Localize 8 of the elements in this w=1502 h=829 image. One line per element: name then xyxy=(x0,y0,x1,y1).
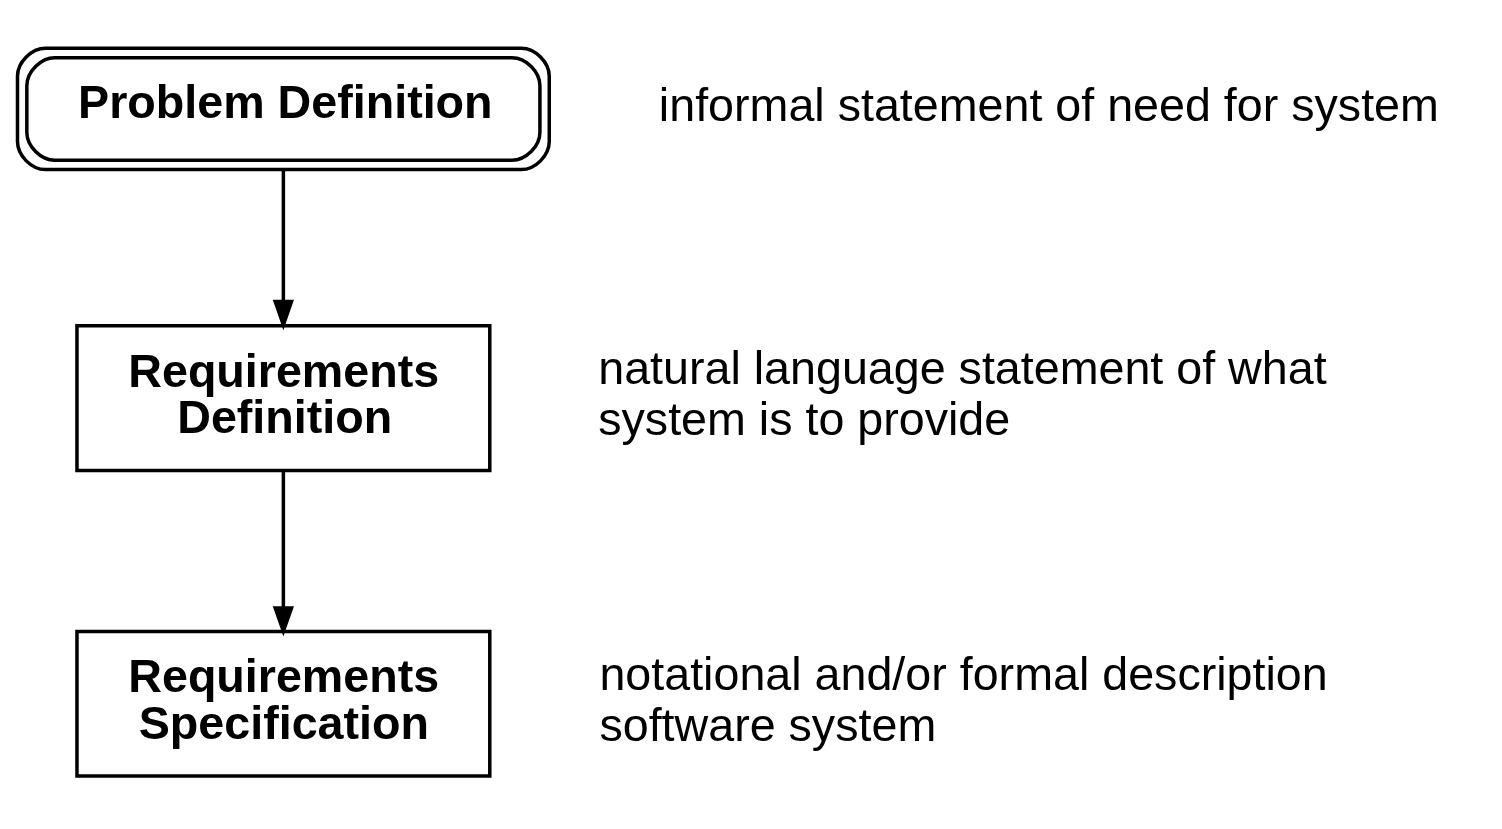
node-box: Problem Definition xyxy=(15,46,551,172)
arrow xyxy=(272,471,294,637)
node-box: Requirements Definition xyxy=(75,324,492,473)
node-label: notational and/or formal description software system xyxy=(599,647,1328,752)
node-label: informal statement of need for system xyxy=(658,78,1439,131)
node-label: natural language statement of what system is to provide xyxy=(598,342,1327,446)
node-box: Requirements Specification xyxy=(75,629,492,778)
arrow xyxy=(272,170,294,331)
